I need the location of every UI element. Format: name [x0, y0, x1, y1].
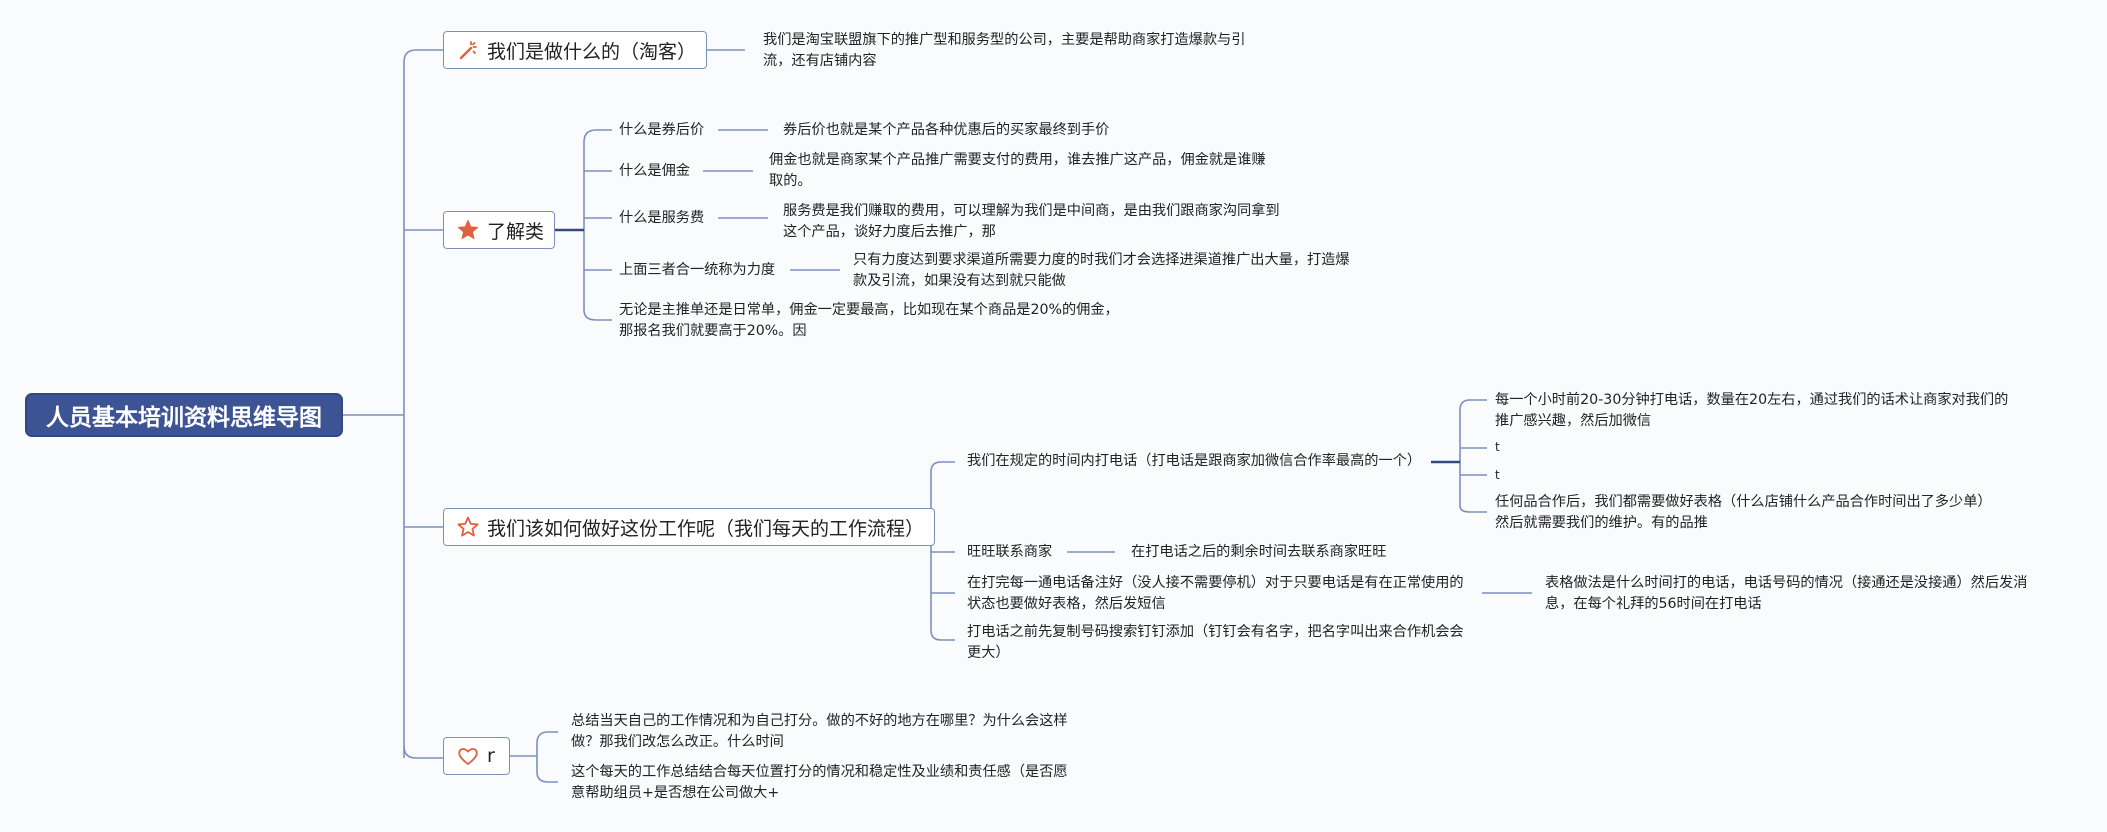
node-text: 更大） — [967, 645, 1010, 661]
node-text: 佣金也就是商家某个产品推广需要支付的费用，谁去推广这产品，佣金就是谁赚 — [769, 152, 1266, 168]
node-wangwang[interactable]: 旺旺联系商家 — [967, 544, 1053, 560]
node-text: 这个产品，谈好力度后去推广，那 — [783, 224, 996, 240]
heart-icon — [456, 744, 480, 768]
node-text: 取的。 — [769, 173, 812, 189]
node-coupon-price[interactable]: 什么是券后价 — [619, 122, 705, 138]
node-call-notes[interactable]: 在打完每一通电话备注好（没人接不需要停机）对于只要电话是有在正常使用的 — [967, 575, 1464, 591]
node-commission-rule[interactable]: 无论是主推单还是日常单，佣金一定要最高，比如现在某个商品是20%的佣金， — [619, 302, 1119, 318]
branch-label: 了解类 — [487, 220, 545, 243]
branch-label: r — [487, 745, 495, 767]
star-filled-icon — [456, 218, 480, 242]
node-text: 意帮助组员+是否想在公司做大+ — [571, 785, 780, 801]
node-strength[interactable]: 上面三者合一统称为力度 — [619, 262, 776, 278]
node-self-assessment[interactable]: 这个每天的工作总结结合每天位置打分的情况和稳定性及业绩和责任感（是否愿 — [571, 764, 1068, 780]
star-outline-icon — [456, 515, 480, 539]
node-text: 状态也要做好表格，然后发短信 — [967, 596, 1166, 612]
node-text: t — [1495, 440, 1500, 454]
node-phone-calls[interactable]: 我们在规定的时间内打电话（打电话是跟商家加微信合作率最高的一个） — [967, 453, 1422, 469]
branch-label: 我们该如何做好这份工作呢（我们每天的工作流程） — [487, 517, 925, 540]
branch-node-workflow[interactable]: 我们该如何做好这份工作呢（我们每天的工作流程） — [443, 508, 936, 546]
node-service-fee[interactable]: 什么是服务费 — [619, 210, 705, 226]
node-text: 流，还有店铺内容 — [763, 53, 877, 69]
node-text: 推广感兴趣，然后加微信 — [1495, 413, 1652, 429]
magic-wand-icon — [456, 38, 480, 62]
node-text: 息，在每个礼拜的56时间在打电话 — [1545, 596, 1762, 612]
node-text: 表格做法是什么时间打的电话，电话号码的情况（接通还是没接通）然后发消 — [1545, 575, 2028, 591]
root-title: 人员基本培训资料思维导图 — [46, 405, 322, 431]
node-text: 每一个小时前20-30分钟打电话，数量在20左右，通过我们的话术让商家对我们的 — [1495, 392, 2009, 408]
node-text: 款及引流，如果没有达到就只能做 — [853, 273, 1066, 289]
node-text: 券后价也就是某个产品各种优惠后的买家最终到手价 — [783, 122, 1110, 138]
branch-node-what-we-do[interactable]: 我们是做什么的（淘客） — [443, 31, 708, 69]
branch-label: 我们是做什么的（淘客） — [487, 40, 697, 63]
node-daily-summary[interactable]: 总结当天自己的工作情况和为自己打分。做的不好的地方在哪里？为什么会这样 — [571, 713, 1068, 729]
node-text: t — [1495, 468, 1500, 482]
branch-node-r[interactable]: r — [443, 737, 510, 775]
node-text: 在打电话之后的剩余时间去联系商家旺旺 — [1131, 544, 1387, 560]
node-text: 任何品合作后，我们都需要做好表格（什么店铺什么产品合作时间出了多少单） — [1495, 494, 1992, 510]
node-commission[interactable]: 什么是佣金 — [619, 163, 690, 179]
node-dingtalk[interactable]: 打电话之前先复制号码搜索钉钉添加（钉钉会有名字，把名字叫出来合作机会会 — [967, 624, 1464, 640]
node-text: 只有力度达到要求渠道所需要力度的时我们才会选择进渠道推广出大量，打造爆 — [853, 252, 1350, 268]
node-text: 做？那我们改怎么改正。什么时间 — [571, 734, 784, 750]
node-text: 服务费是我们赚取的费用，可以理解为我们是中间商，是由我们跟商家沟同拿到 — [783, 203, 1280, 219]
node-text: 我们是淘宝联盟旗下的推广型和服务型的公司，主要是帮助商家打造爆款与引 — [763, 32, 1246, 48]
node-text: 然后就需要我们的维护。有的品推 — [1495, 515, 1708, 531]
branch-node-understand[interactable]: 了解类 — [443, 211, 556, 249]
node-text: 那报名我们就要高于20%。因 — [619, 323, 807, 339]
root-node[interactable]: 人员基本培训资料思维导图 — [25, 393, 343, 437]
